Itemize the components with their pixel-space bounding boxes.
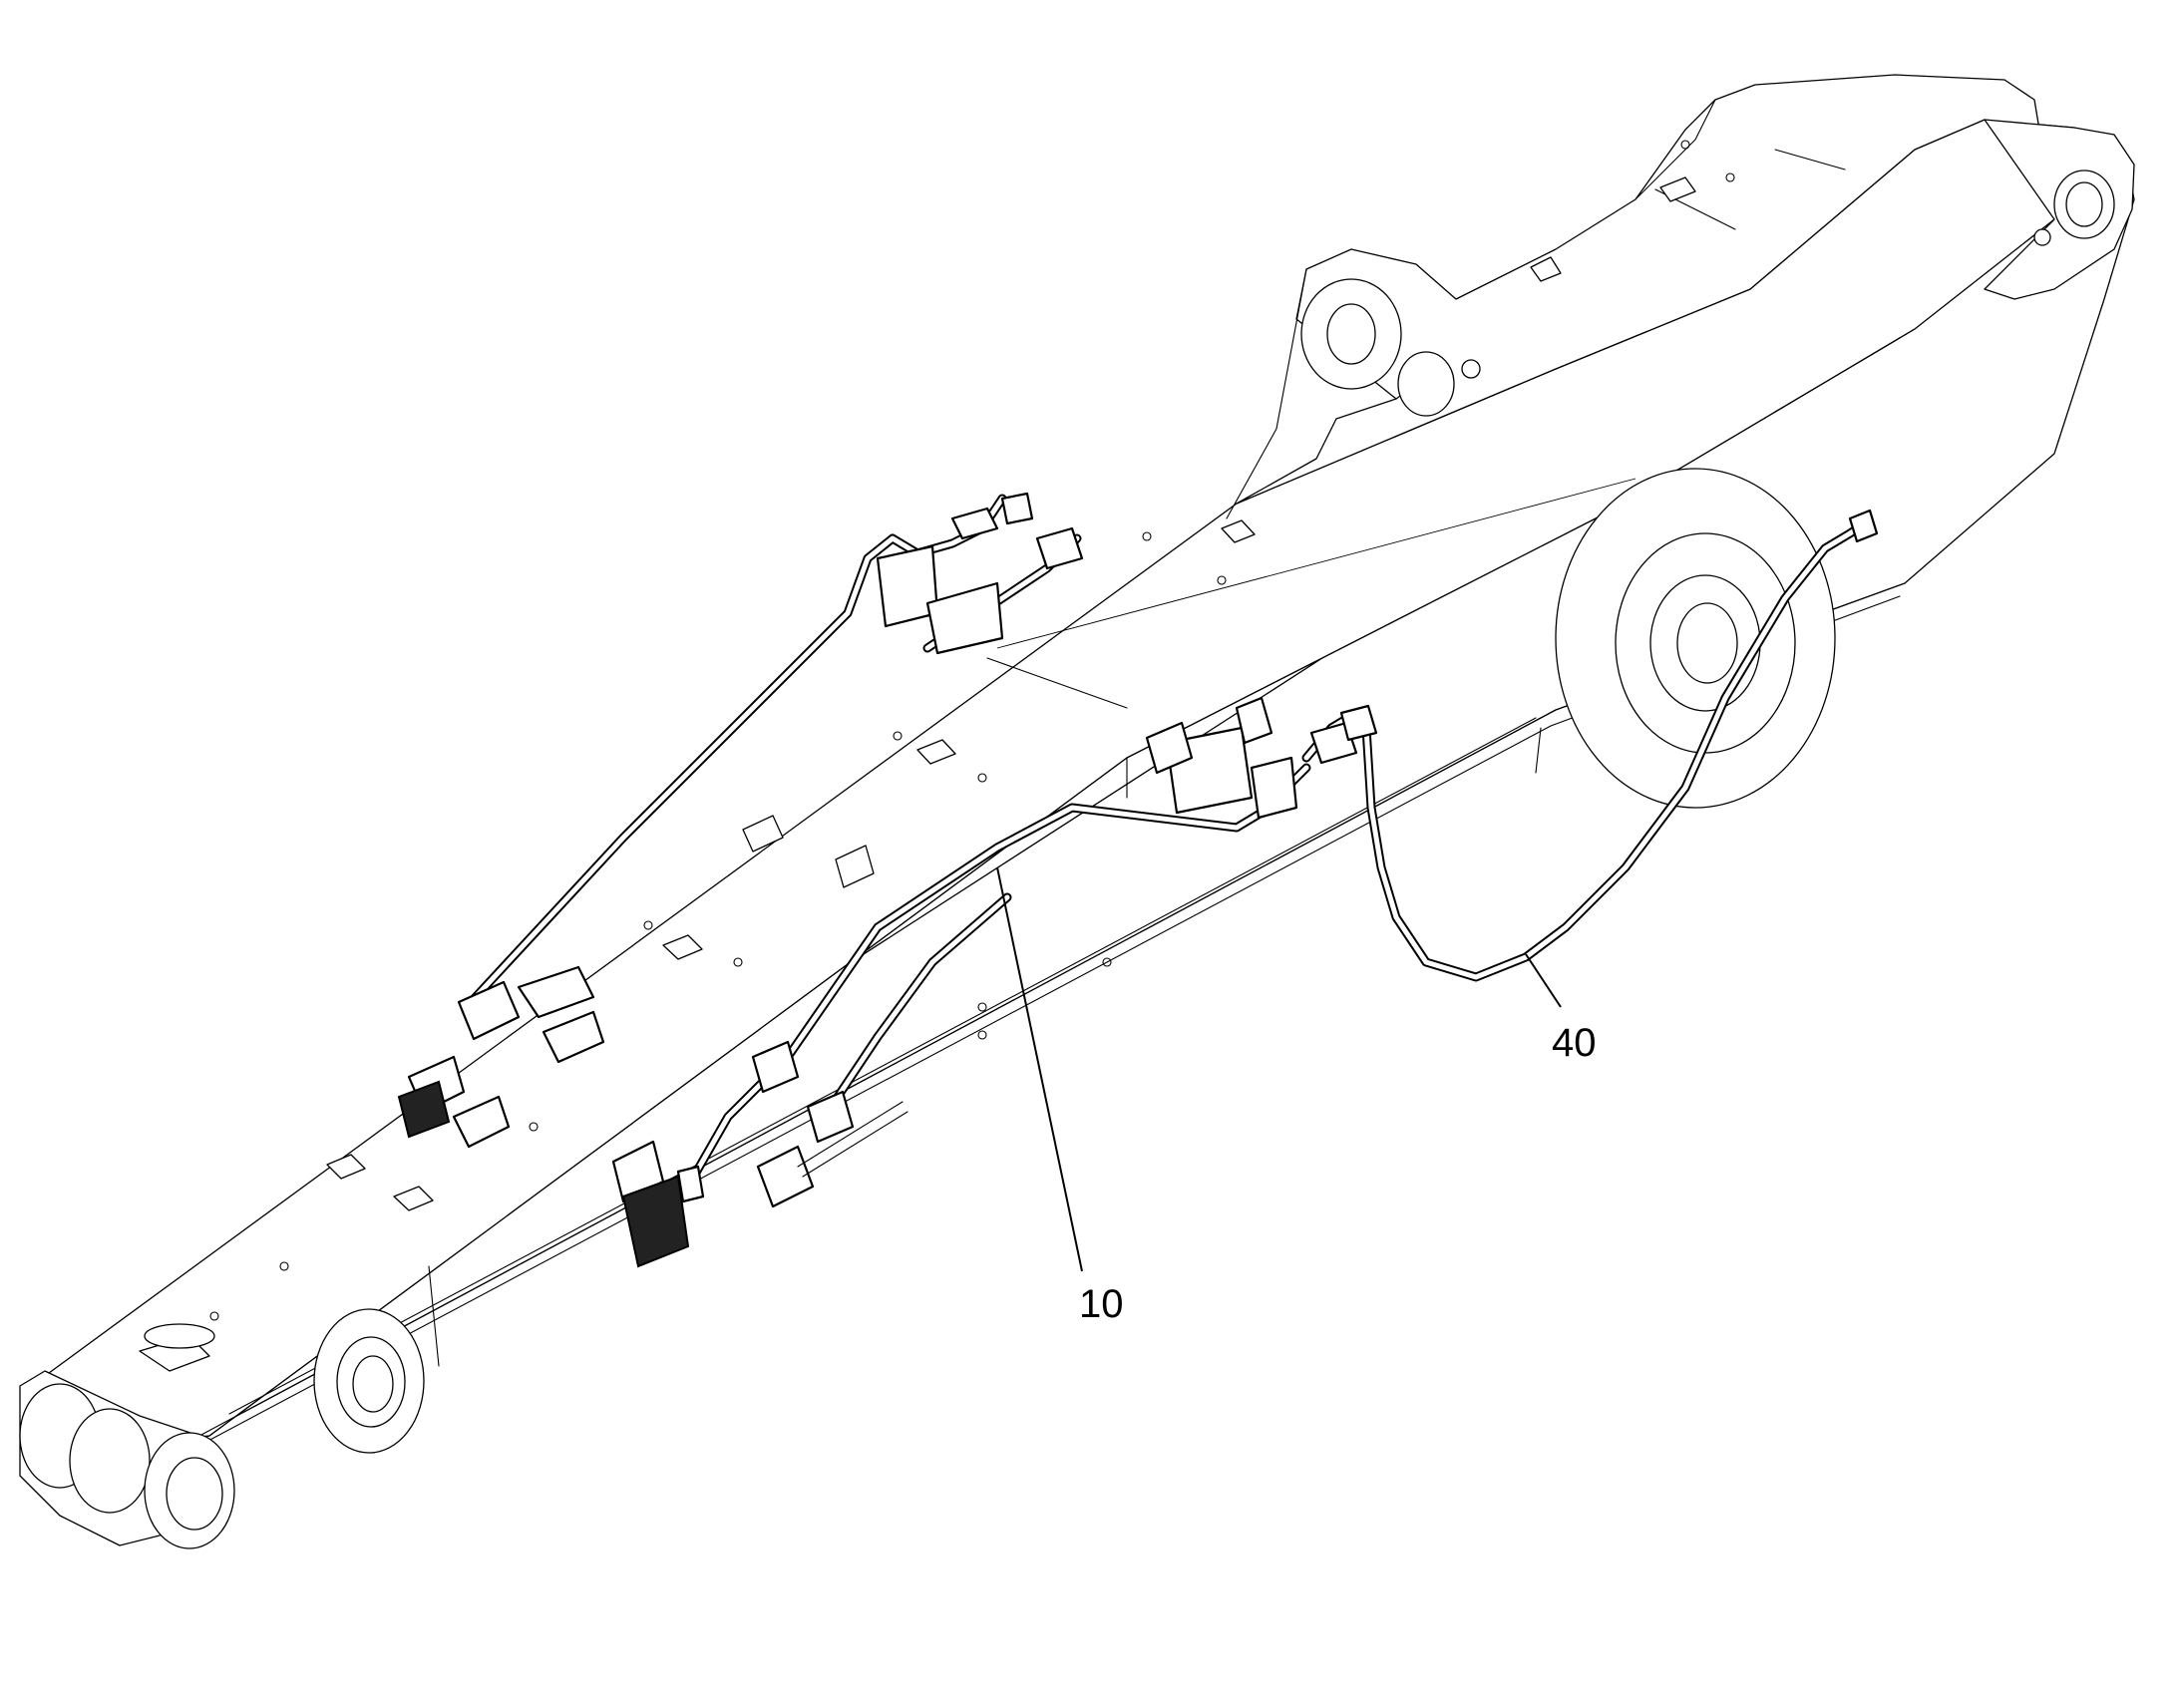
boom-structure — [39, 74, 2135, 1475]
callout-label-10: 10 — [1079, 1282, 1124, 1326]
leader-lines — [996, 866, 1562, 1272]
callout-label-40: 40 — [1552, 1021, 1597, 1065]
leader-line-10 — [996, 866, 1083, 1272]
upper-pipe-line — [397, 492, 1084, 1149]
hose-item-40 — [1301, 509, 1879, 982]
boom-cylinder-boss — [1555, 468, 1836, 809]
leader-line-40 — [1525, 953, 1562, 1008]
pipe-item-10 — [611, 696, 1311, 1268]
mounting-pads — [144, 140, 1735, 1349]
lower-pipe-line — [751, 892, 1012, 1208]
arm-pin-bosses — [1300, 170, 2115, 417]
boom-foot-pin — [19, 1308, 425, 1549]
